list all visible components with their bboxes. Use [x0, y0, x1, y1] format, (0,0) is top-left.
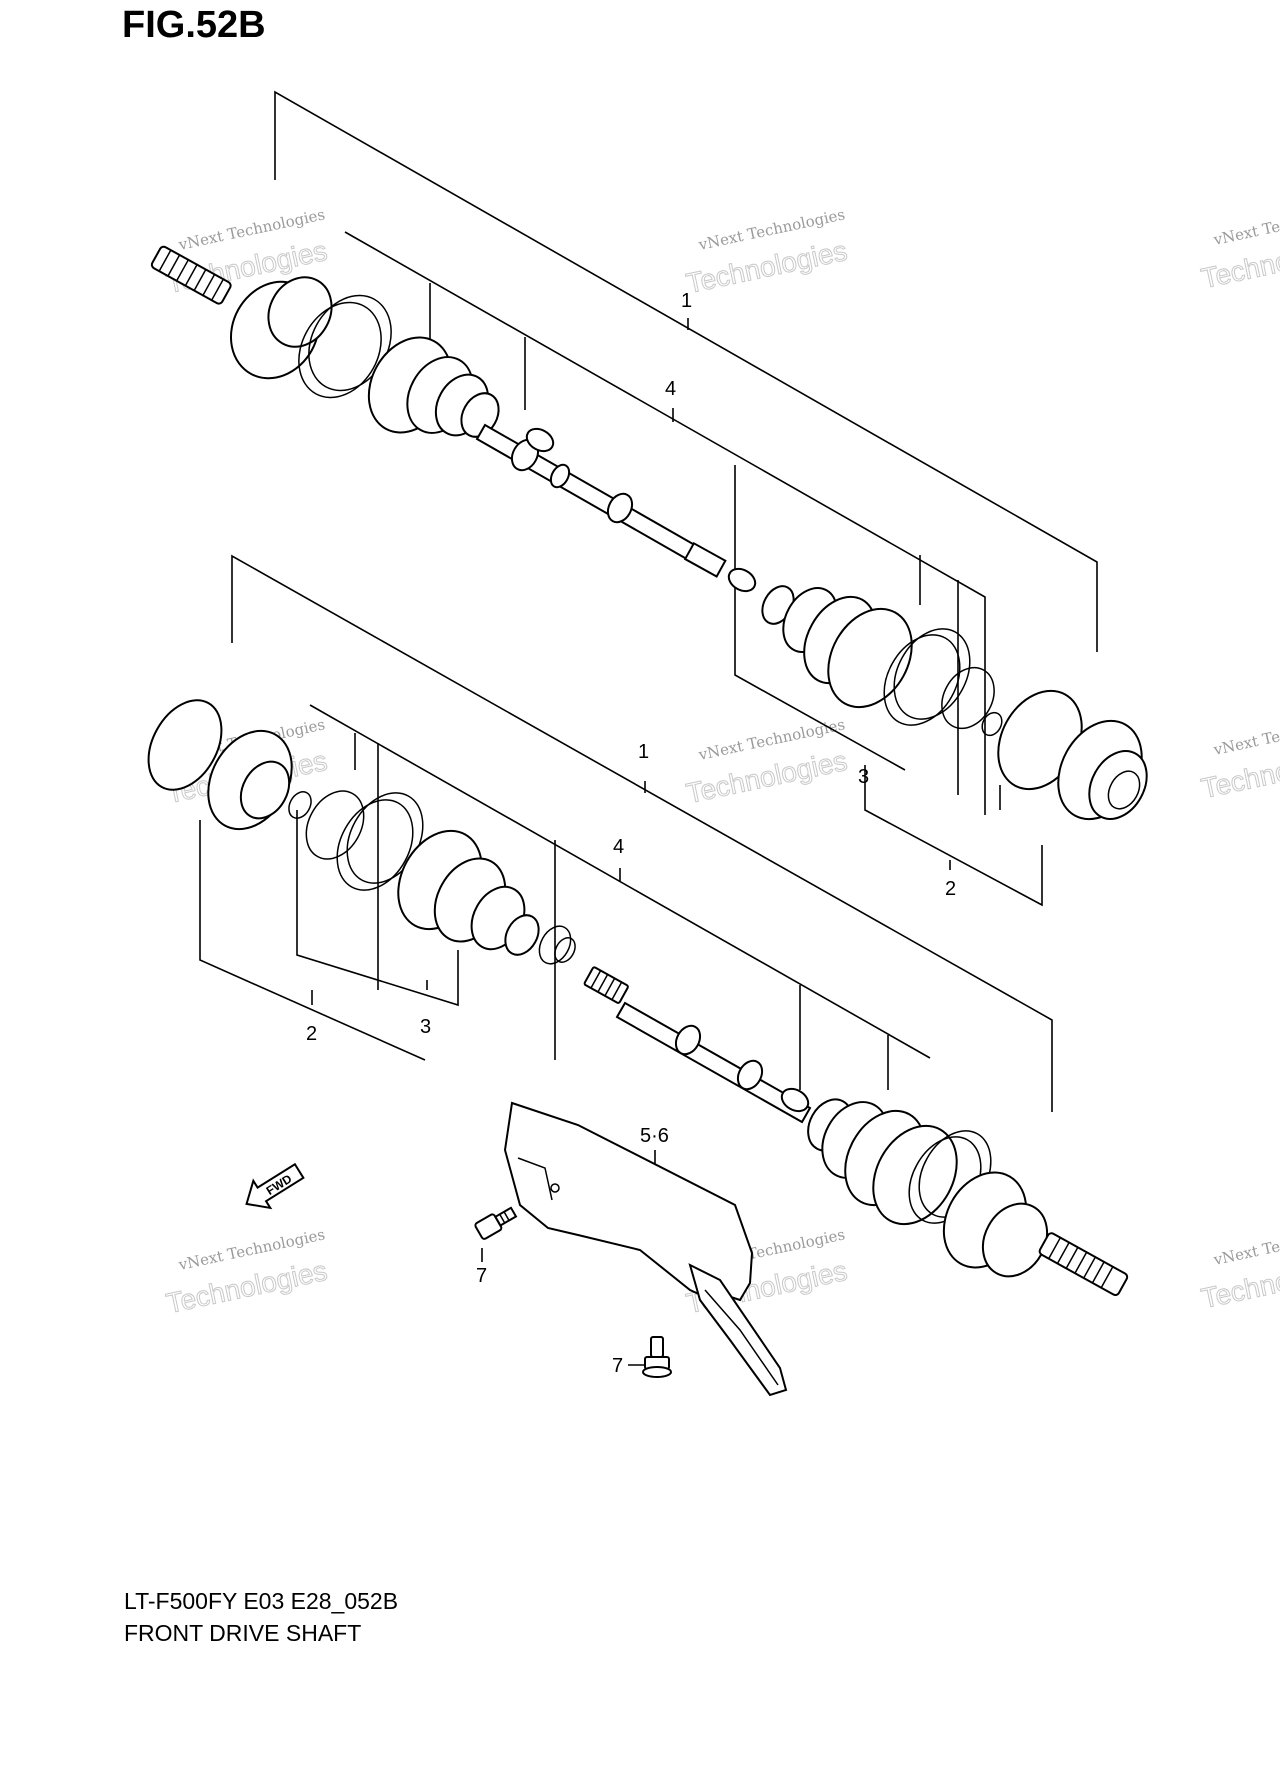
- outer-spline-end: [150, 245, 232, 305]
- leader-line-lower-3: [296, 810, 459, 1007]
- callout-1: 1: [681, 290, 692, 312]
- callout-3: 3: [858, 766, 869, 788]
- callout-5-6: 5·6: [640, 1125, 669, 1147]
- upper-drive-shaft-assembly: 1 4 3 2: [150, 90, 1148, 907]
- figure-title: FIG.52B: [122, 4, 266, 46]
- circlip: [305, 790, 365, 860]
- inner-cv-joint: [147, 699, 293, 831]
- callout-1: 1: [638, 741, 649, 763]
- outer-spline-end: [1038, 1232, 1129, 1297]
- outer-boot: [367, 336, 500, 438]
- bolt: 7: [612, 1336, 672, 1378]
- leader-line-lower-1: [231, 554, 1053, 1112]
- drive-shaft: [583, 966, 812, 1124]
- watermark-text: vNext Technologies: [1211, 1220, 1280, 1269]
- leader-line-upper-4: [344, 231, 986, 815]
- snap-ring: [981, 711, 1003, 737]
- inner-boot: [761, 585, 913, 709]
- outer-boot: [807, 1098, 958, 1226]
- callout-2: 2: [306, 1023, 317, 1045]
- inner-boot-clamp: [883, 628, 971, 726]
- leader-line-lower-2: [199, 820, 426, 1061]
- model-code: LT-F500FY E03 E28_052B: [124, 1588, 399, 1614]
- leader-line-upper-1: [274, 90, 1098, 652]
- watermark-text: vNext Technologies: [1211, 710, 1280, 759]
- bolt: 7: [474, 1206, 518, 1287]
- inner-cv-joint: [997, 689, 1148, 821]
- callout-4: 4: [665, 378, 676, 400]
- figure-caption: FRONT DRIVE SHAFT: [124, 1620, 362, 1646]
- leader-line-upper-2: [864, 765, 1043, 907]
- leader-line-lower-4: [309, 704, 931, 1059]
- callout-4: 4: [613, 836, 624, 858]
- callout-2: 2: [945, 878, 956, 900]
- outer-cv-joint: [942, 1171, 1049, 1278]
- drive-shaft-guard: 5·6: [503, 1101, 788, 1397]
- callout-3: 3: [420, 1016, 431, 1038]
- inner-boot: [397, 829, 576, 965]
- circlip: [941, 666, 995, 730]
- callout-7: 7: [476, 1265, 487, 1287]
- watermark-text: vNext Technologies: [1211, 200, 1280, 249]
- callout-7: 7: [612, 1355, 623, 1377]
- snap-ring: [288, 791, 312, 819]
- outer-cv-joint: [229, 276, 333, 380]
- leader-line-upper-3: [734, 465, 906, 771]
- forward-direction-arrow: FWD: [245, 1162, 305, 1210]
- drive-shaft: [475, 423, 757, 593]
- lower-drive-shaft-assembly: 1 4 2 3: [147, 554, 1129, 1297]
